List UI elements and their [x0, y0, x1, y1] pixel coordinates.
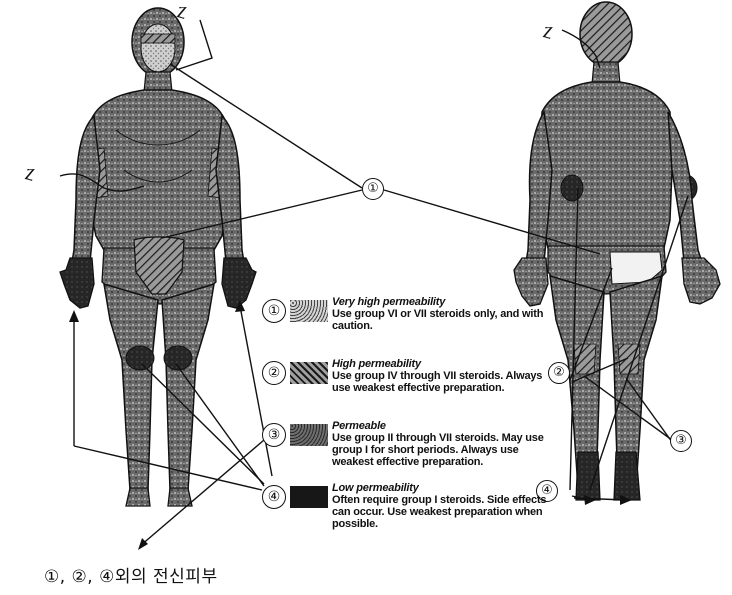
- legend-title: High permeability: [332, 358, 562, 370]
- front-left-knee: [126, 346, 154, 370]
- legend-row-permeable: ③ Permeable Use group II through VII ste…: [262, 420, 562, 482]
- back-head: [580, 2, 632, 66]
- legend-number: ③: [262, 423, 286, 447]
- legend-row-very-high: ① Very high permeability Use group VI or…: [262, 296, 562, 358]
- front-torso: [88, 90, 228, 250]
- back-left-foot: [576, 452, 600, 500]
- legend-description: Use group IV through VII steroids. Alway…: [332, 370, 562, 394]
- arrow-head-front-left-hand: [69, 310, 79, 322]
- back-right-hand: [682, 258, 720, 304]
- legend-description: Use group II through VII steroids. May u…: [332, 432, 562, 468]
- callout-3-back: ③: [670, 430, 692, 452]
- callout-1: ①: [362, 178, 384, 200]
- back-left-elbow: [561, 175, 583, 201]
- back-head-scribble: ⲍ: [542, 18, 551, 43]
- front-right-foot: [168, 488, 192, 506]
- front-eyelid-band: [141, 34, 175, 43]
- front-head-scribble: ⲍ: [176, 0, 185, 23]
- legend-number: ②: [262, 361, 286, 385]
- legend-row-high: ② High permeability Use group IV through…: [262, 358, 562, 420]
- back-neck: [592, 62, 620, 84]
- legend-title: Permeable: [332, 420, 562, 432]
- front-right-hand: [222, 258, 256, 308]
- legend-text: High permeability Use group IV through V…: [332, 358, 562, 394]
- front-left-foot: [126, 488, 150, 506]
- front-face: [141, 24, 175, 72]
- legend-row-low: ④ Low permeability Often require group I…: [262, 482, 562, 544]
- front-side-scribble: ⲍ: [24, 160, 33, 185]
- legend-text: Permeable Use group II through VII stero…: [332, 420, 562, 468]
- front-left-arm: [72, 116, 100, 262]
- front-right-leg: [162, 284, 214, 490]
- front-figure: [60, 8, 256, 506]
- legend-swatch-low: [290, 486, 328, 508]
- legend: ① Very high permeability Use group VI or…: [262, 296, 562, 544]
- legend-swatch-high: [290, 362, 328, 384]
- legend-description: Often require group I steroids. Side eff…: [332, 494, 562, 530]
- legend-text: Very high permeability Use group VI or V…: [332, 296, 562, 332]
- back-torso: [540, 82, 672, 248]
- legend-title: Low permeability: [332, 482, 562, 494]
- legend-description: Use group VI or VII steroids only, and w…: [332, 308, 562, 332]
- legend-number: ①: [262, 299, 286, 323]
- legend-text: Low permeability Often require group I s…: [332, 482, 562, 530]
- legend-title: Very high permeability: [332, 296, 562, 308]
- legend-number: ④: [262, 485, 286, 509]
- back-right-foot: [614, 452, 640, 500]
- legend-swatch-permeable: [290, 424, 328, 446]
- caption: ①, ②, ④외의 전신피부: [44, 562, 218, 587]
- legend-swatch-very-high: [290, 300, 328, 322]
- front-left-hand: [60, 258, 94, 308]
- front-neck: [144, 72, 172, 92]
